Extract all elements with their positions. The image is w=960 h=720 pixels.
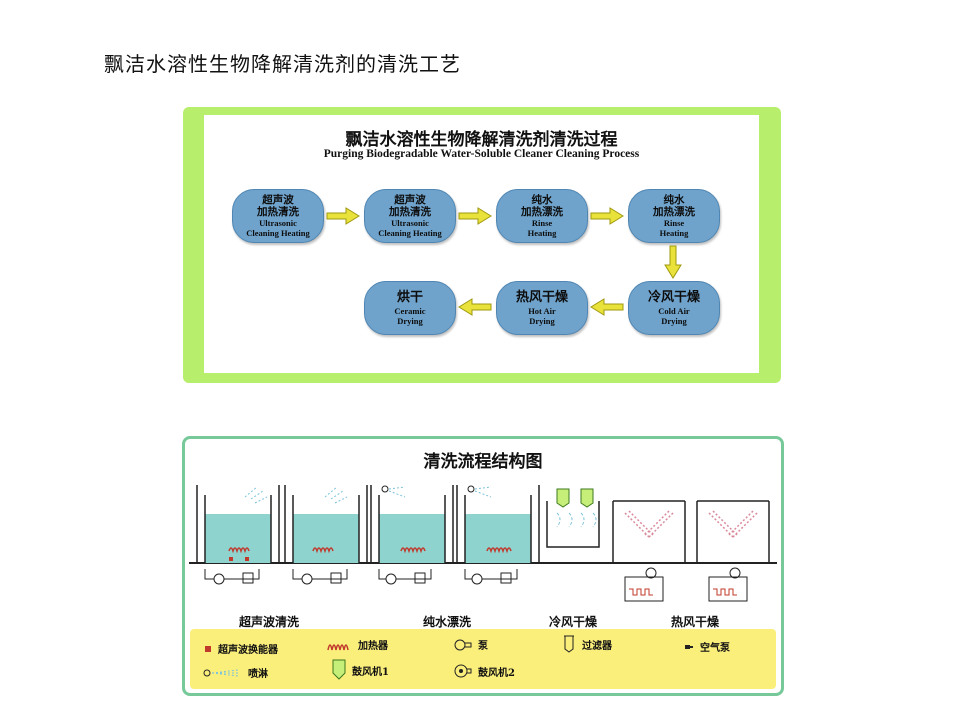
legend-label: 喷淋 — [248, 669, 268, 680]
spray-icon — [203, 669, 239, 676]
step-label-en: Ultrasonic — [259, 218, 297, 228]
blower-2-icon — [454, 664, 472, 678]
structure-title: 清洗流程结构图 — [423, 452, 543, 472]
arrow-right-icon — [326, 207, 360, 225]
stage-label-ultrasonic: 超声波清洗 — [239, 615, 300, 629]
arrow-left-icon — [590, 298, 624, 316]
process-step-6: 热风干燥 Hot Air Drying — [496, 281, 588, 335]
legend-item: 泵 — [452, 637, 488, 652]
process-panel-inner: 飘洁水溶性生物降解清洗剂清洗过程 Purging Biodegradable W… — [204, 115, 759, 373]
arrow-right-icon — [590, 207, 624, 225]
step-label-cn: 加热清洗 — [257, 206, 299, 218]
legend-label: 鼓风机2 — [478, 667, 515, 679]
slide-title: 飘洁水溶性生物降解清洗剂的清洗工艺 — [104, 52, 461, 76]
step-label-en: Rinse — [663, 218, 685, 228]
legend-item: 过滤器 — [562, 635, 612, 653]
legend-label: 空气泵 — [700, 643, 730, 654]
step-label-en: Drying — [529, 316, 555, 326]
step-label-en: Drying — [661, 316, 687, 326]
step-label-en: Drying — [397, 316, 423, 326]
legend-label: 超声波换能器 — [218, 645, 278, 656]
heater-icon — [327, 643, 349, 650]
process-step-3: 纯水 加热漂洗 Rinse Heating — [496, 189, 588, 243]
step-label-cn: 烘干 — [396, 290, 423, 305]
arrow-left-icon — [458, 298, 492, 316]
arrow-right-icon — [458, 207, 492, 225]
stage-label-cold-air: 冷风干燥 — [549, 615, 598, 629]
structure-panel: 清洗流程结构图 — [182, 436, 784, 696]
step-label-cn: 加热清洗 — [389, 206, 431, 218]
step-label-en: Heating — [527, 228, 557, 238]
step-label-cn: 超声波 — [394, 194, 426, 206]
legend-label: 过滤器 — [582, 640, 612, 652]
equipment-diagram — [189, 485, 777, 602]
process-panel: 飘洁水溶性生物降解清洗剂清洗过程 Purging Biodegradable W… — [183, 107, 781, 383]
step-label-en: Heating — [659, 228, 689, 238]
process-title-en: Purging Biodegradable Water-Soluble Clea… — [323, 148, 640, 160]
ultrasonic-transducer-icon — [205, 645, 211, 652]
process-step-2: 超声波 加热清洗 Ultrasonic Cleaning Heating — [364, 189, 456, 243]
step-label-cn: 纯水 — [531, 194, 553, 206]
legend-label: 鼓风机1 — [352, 666, 389, 678]
legend-item: 空气泵 — [684, 639, 730, 654]
legend-label: 加热器 — [358, 641, 388, 652]
process-step-4: 纯水 加热漂洗 Rinse Heating — [628, 189, 720, 243]
process-title-cn: 飘洁水溶性生物降解清洗剂清洗过程 — [345, 130, 618, 150]
process-step-1: 超声波 加热清洗 Ultrasonic Cleaning Heating — [232, 189, 324, 243]
legend: 超声波换能器 加热器 泵 过滤器 空气泵 喷淋 鼓风机1 鼓风机2 — [190, 629, 776, 689]
arrow-down-icon — [664, 245, 682, 279]
step-label-cn: 超声波 — [262, 194, 294, 206]
step-label-en: Rinse — [531, 218, 553, 228]
rinse-tank-2 — [456, 485, 540, 585]
process-step-5: 冷风干燥 Cold Air Drying — [628, 281, 720, 335]
rinse-tank-1 — [370, 485, 454, 585]
step-label-en: Cleaning Heating — [246, 228, 310, 238]
air-pump-icon — [685, 644, 693, 649]
filter-icon — [564, 635, 574, 653]
cold-air-dryer — [546, 488, 600, 548]
step-label-cn: 加热漂洗 — [521, 206, 563, 218]
step-label-en: Cold Air — [658, 306, 690, 316]
hot-air-dryer-2 — [696, 500, 770, 602]
process-step-7: 烘干 Ceramic Drying — [364, 281, 456, 335]
step-label-en: Cleaning Heating — [378, 228, 442, 238]
blower-1-icon — [332, 659, 346, 680]
step-label-en: Ceramic — [394, 306, 426, 316]
legend-item: 鼓风机2 — [452, 663, 515, 679]
legend-item: 超声波换能器 — [204, 641, 278, 656]
legend-item: 加热器 — [326, 637, 388, 652]
legend-item: 鼓风机1 — [332, 659, 389, 681]
pump-icon — [454, 639, 472, 650]
legend-label: 泵 — [478, 641, 488, 652]
step-label-en: Ultrasonic — [391, 218, 429, 228]
step-label-cn: 加热漂洗 — [653, 206, 695, 218]
step-label-cn: 热风干燥 — [515, 290, 568, 305]
step-label-cn: 纯水 — [663, 194, 685, 206]
step-label-en: Hot Air — [528, 306, 556, 316]
ultrasonic-tank-2 — [284, 485, 368, 585]
stage-label-hot-air: 热风干燥 — [671, 615, 720, 629]
stage-label-rinse: 纯水漂洗 — [423, 615, 472, 629]
hot-air-dryer-1 — [612, 500, 686, 602]
ultrasonic-tank-1 — [196, 485, 280, 585]
legend-item: 喷淋 — [202, 665, 268, 680]
step-label-cn: 冷风干燥 — [647, 290, 700, 305]
